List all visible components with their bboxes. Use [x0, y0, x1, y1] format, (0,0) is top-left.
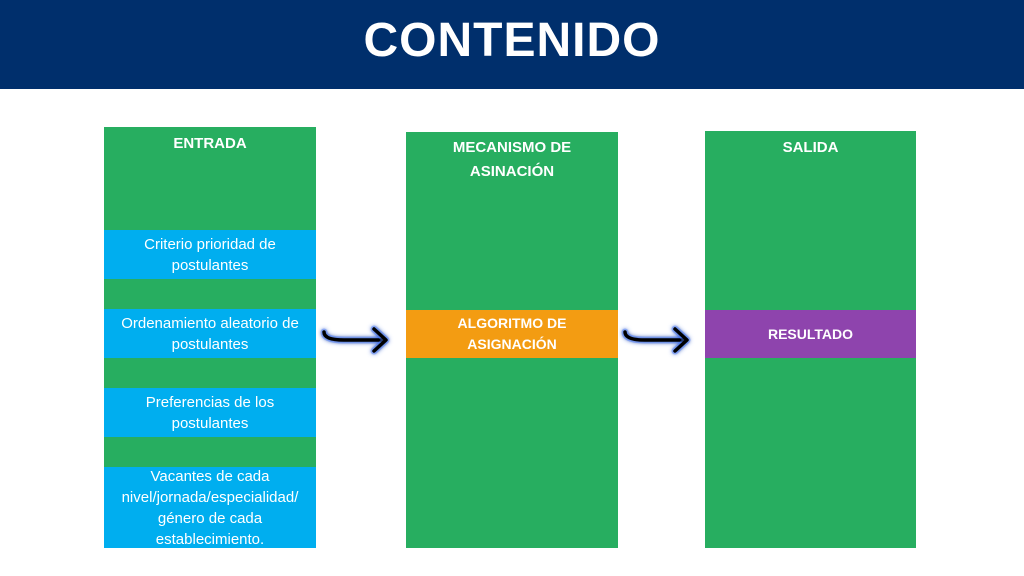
result-box: RESULTADO	[705, 310, 916, 358]
column-salida: SALIDA RESULTADO	[705, 131, 916, 548]
page-title: CONTENIDO	[363, 14, 661, 67]
arrow-right-icon	[621, 325, 691, 355]
column-salida-title: SALIDA	[782, 139, 839, 156]
column-mecanismo: MECANISMO DE ASINACIÓN ALGORITMO DE ASIG…	[406, 132, 618, 548]
header-bar: CONTENIDO	[0, 0, 1024, 89]
algorithm-box-label: ALGORITMO DE ASIGNACIÓN	[457, 315, 567, 352]
input-box-label: Vacantes de cada nivel/jornada/especiali…	[121, 467, 299, 548]
arrow-right-icon	[320, 325, 390, 355]
algorithm-box: ALGORITMO DE ASIGNACIÓN	[406, 310, 618, 358]
input-box-label: Ordenamiento aleatorio de postulantes	[121, 314, 299, 353]
column-mecanismo-title: MECANISMO DE ASINACIÓN	[452, 139, 572, 180]
input-box-criterio: Criterio prioridad de postulantes	[104, 230, 316, 279]
input-box-label: Preferencias de los postulantes	[145, 393, 275, 432]
input-box-ordenamiento: Ordenamiento aleatorio de postulantes	[104, 309, 316, 358]
input-box-vacantes: Vacantes de cada nivel/jornada/especiali…	[104, 467, 316, 548]
result-box-label: RESULTADO	[767, 325, 854, 342]
column-entrada-title: ENTRADA	[173, 135, 247, 152]
input-box-preferencias: Preferencias de los postulantes	[104, 388, 316, 437]
input-box-label: Criterio prioridad de postulantes	[144, 235, 276, 274]
column-entrada: ENTRADA Criterio prioridad de postulante…	[104, 127, 316, 548]
